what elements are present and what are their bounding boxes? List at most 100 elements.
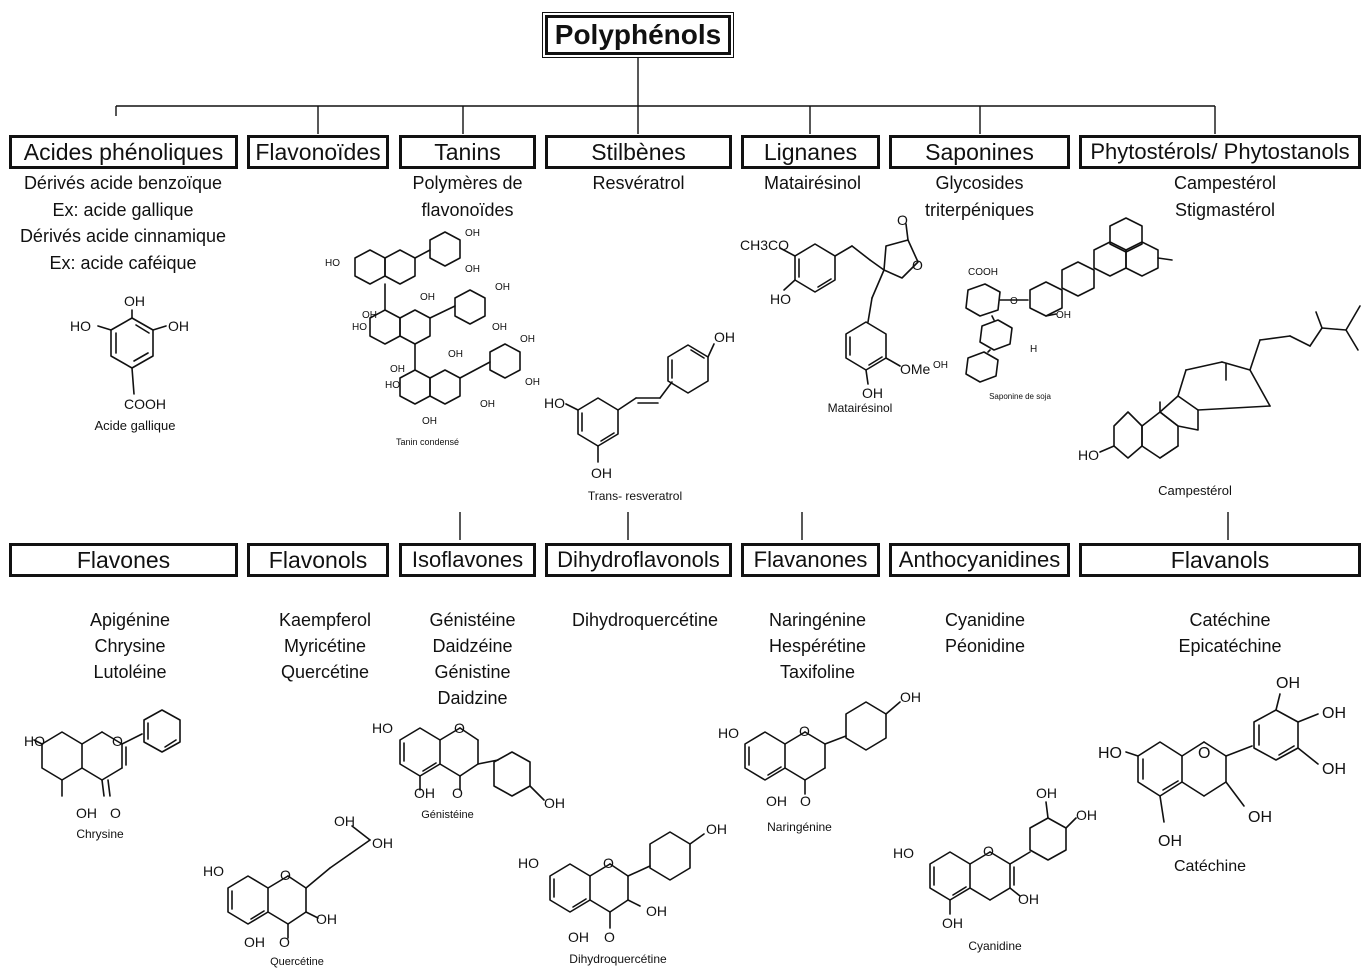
subclass-flavanones: Flavanones	[741, 543, 880, 577]
subclass-flavonols: Flavonols	[247, 543, 389, 577]
atom-label: HO	[70, 318, 91, 334]
saponines-desc: Glycosides triterpéniques	[889, 170, 1070, 223]
subclass-anthocyanidines: Anthocyanidines	[889, 543, 1070, 577]
flavonols-list: Kaempferol Myricétine Quercétine	[245, 607, 405, 685]
atom-label: O	[897, 212, 908, 228]
compound: Naringénine	[768, 610, 867, 630]
desc-line: Ex: acide caféique	[49, 252, 197, 273]
desc-line: Glycosides	[935, 173, 1024, 193]
root-label: Polyphénols	[554, 19, 722, 50]
compound: Lutoléine	[93, 662, 167, 682]
atom-label: OH	[76, 805, 97, 821]
compound: Hespérétine	[768, 636, 867, 656]
category-label: Tanins	[434, 138, 501, 165]
atom-label: COOH	[124, 396, 166, 412]
atom-label: HO	[518, 855, 539, 871]
desc-line: Dérivés acide benzoïque	[23, 173, 223, 193]
structure-catechine: HO O OH OH OH OH OH	[1098, 675, 1346, 850]
atom-label: O	[280, 867, 291, 883]
dihydroflavonols-list: Dihydroquercétine	[545, 607, 745, 633]
structure-matairesinol: O O CH3CO HO OMe OH	[740, 212, 931, 401]
atom-label: O	[1198, 745, 1210, 762]
compound: Cyanidine	[944, 610, 1026, 630]
compound: Chrysine	[94, 636, 166, 656]
atom-label: OH	[646, 903, 667, 919]
acides-desc: Dérivés acide benzoïque Ex: acide galliq…	[0, 170, 246, 276]
structure-saponin: COOH O OH H OH	[933, 217, 1173, 383]
caption-campesterol: Campestérol	[1158, 483, 1232, 498]
atom-label: CH3CO	[740, 237, 789, 253]
subclass-label: Isoflavones	[411, 547, 524, 572]
atom-label: O	[454, 720, 465, 736]
caption-matairesinol: Matairésinol	[827, 401, 893, 415]
atom-label: OH	[1248, 809, 1272, 826]
atom-label: O	[604, 929, 615, 945]
flavanols-list: Catéchine Epicatéchine	[1150, 607, 1310, 659]
atom-label: OH	[862, 385, 883, 401]
caption-genisteine: Génistéine	[421, 809, 474, 821]
atom-label: HO	[203, 863, 224, 879]
subclass-isoflavones: Isoflavones	[399, 543, 536, 577]
anthocyanidines-list: Cyanidine Péonidine	[905, 607, 1065, 659]
structure-chrysine: HO O OH O	[24, 709, 181, 821]
structure-gallic-acid: OH HO OH COOH	[70, 293, 189, 412]
atom-label: H	[1030, 344, 1037, 355]
desc-line: Dérivés acide cinnamique	[19, 226, 227, 246]
atom-label: OH	[316, 911, 337, 927]
structure-condensed-tannin: HO OH OH OH OH OH OH HO OH OH OH OH HO O…	[325, 228, 540, 427]
compound: Kaempferol	[278, 610, 372, 630]
compound: Taxifoline	[779, 662, 856, 682]
compound: Péonidine	[944, 636, 1026, 656]
desc-line: Resvératrol	[592, 173, 685, 193]
atom-label: OH	[706, 821, 727, 837]
atom-label: OH	[244, 934, 265, 950]
atom-label: HO	[893, 845, 914, 861]
structure-naringenine: HO O OH OH O	[718, 689, 921, 809]
atom-label: OH	[1322, 761, 1346, 778]
category-stilbenes: Stilbènes	[545, 135, 732, 169]
atom-label: HO	[352, 322, 367, 333]
atom-label: O	[452, 785, 463, 801]
compound: Génistine	[434, 662, 511, 682]
caption-chrysine: Chrysine	[76, 827, 124, 841]
category-tanins: Tanins	[399, 135, 536, 169]
caption-tannin: Tanin condensé	[395, 437, 460, 447]
structure-cyanidine: HO O OH OH OH OH	[893, 785, 1097, 931]
desc-line: Matairésinol	[763, 173, 862, 193]
atom-label: OMe	[900, 361, 931, 377]
atom-label: OH	[480, 399, 495, 410]
atom-label: HO	[325, 258, 340, 269]
atom-label: O	[1010, 296, 1018, 307]
subclass-label: Flavanones	[753, 547, 868, 572]
compound: Epicatéchine	[1178, 636, 1282, 656]
compound: Génistéine	[429, 610, 516, 630]
atom-label: O	[110, 805, 121, 821]
subclass-flavones: Flavones	[9, 543, 238, 577]
atom-label: O	[799, 723, 810, 739]
atom-label: OH	[1322, 705, 1346, 722]
atom-label: OH	[414, 785, 435, 801]
compound: Dihydroquercétine	[571, 610, 719, 630]
subclass-label: Flavanols	[1170, 546, 1270, 573]
atom-label: OH	[362, 310, 377, 321]
atom-label: COOH	[968, 267, 998, 278]
category-label: Acides phénoliques	[23, 138, 224, 165]
atom-label: O	[279, 934, 290, 950]
atom-label: HO	[372, 720, 393, 736]
atom-label: OH	[591, 465, 612, 481]
category-flavonoides: Flavonoïdes	[247, 135, 389, 169]
atom-label: OH	[372, 835, 393, 851]
atom-label: O	[112, 733, 123, 749]
atom-label: O	[912, 257, 923, 273]
desc-line: Stigmastérol	[1174, 199, 1276, 220]
category-acides-phenoliques: Acides phénoliques	[9, 135, 238, 169]
atom-label: OH	[525, 377, 540, 388]
atom-label: OH	[124, 293, 145, 309]
category-label: Flavonoïdes	[255, 138, 381, 165]
atom-label: OH	[1036, 785, 1057, 801]
lignanes-desc: Matairésinol	[735, 170, 890, 197]
desc-line: Campestérol	[1173, 173, 1277, 193]
tanins-desc: Polymères de flavonoïdes	[380, 170, 555, 223]
compound: Apigénine	[89, 610, 171, 630]
